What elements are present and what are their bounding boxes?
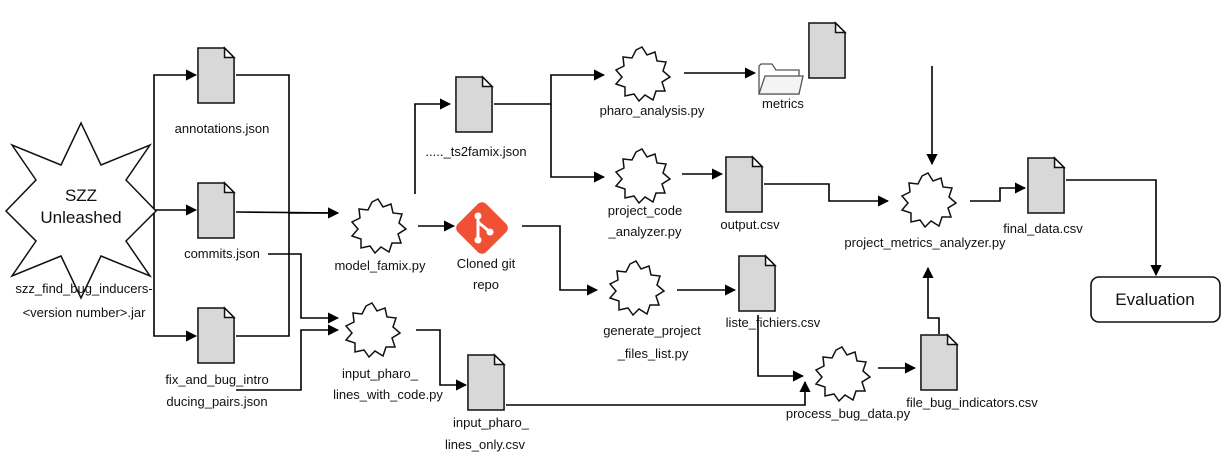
- edge-szz-fix-pairs: [153, 210, 198, 342]
- edge-ts2famix-pharo-analysis: [494, 69, 606, 105]
- szz-title-line1: SZZ: [65, 186, 97, 205]
- fix-pairs-label-line1: fix_and_bug_intro: [165, 372, 268, 387]
- edge-final-evaluation: [1066, 179, 1162, 277]
- gear-icon: [815, 346, 871, 402]
- output-csv-node: output.csv: [720, 156, 780, 232]
- edge-commits-input-pharo: [268, 253, 340, 324]
- input-pharo-csv-label-line2: lines_only.csv: [445, 437, 525, 452]
- git-repo-label-line2: repo: [473, 277, 499, 292]
- git-repo-node: Cloned git repo: [456, 202, 516, 292]
- pharo-analysis-label: pharo_analysis.py: [600, 103, 705, 118]
- git-icon: [456, 202, 508, 254]
- model-famix-label: model_famix.py: [334, 258, 426, 273]
- fix-pairs-json-node: fix_and_bug_intro ducing_pairs.json: [165, 307, 269, 409]
- edge-analyzer-final: [970, 182, 1027, 202]
- szz-caption-line2: <version number>.jar: [23, 305, 147, 320]
- star-icon: [4, 121, 158, 300]
- document-icon: [738, 255, 776, 312]
- edge-liste-process: [757, 315, 805, 382]
- input-pharo-py-node: input_pharo_ lines_with_code.py: [333, 302, 443, 402]
- evaluation-label: Evaluation: [1115, 290, 1194, 309]
- input-pharo-py-label-line1: input_pharo_: [342, 366, 419, 381]
- file-bug-indicators-label: file_bug_indicators.csv: [906, 395, 1038, 410]
- edge-indicators-metrics-analyzer: [922, 266, 940, 334]
- annotations-label: annotations.json: [175, 121, 270, 136]
- edge-fix-pairs-input-pharo: [236, 324, 340, 391]
- document-icon: [455, 76, 493, 133]
- edge-git-generate: [522, 225, 599, 296]
- document-icon: [197, 182, 235, 239]
- generate-label-line1: generate_project: [603, 323, 701, 338]
- gear-icon: [351, 198, 407, 254]
- document-icon: [197, 307, 235, 364]
- project-code-analyzer-node: project_code _analyzer.py: [608, 148, 682, 239]
- document-icon: [725, 156, 763, 213]
- edge-annotations-model: [236, 74, 340, 219]
- document-icon: [808, 22, 846, 79]
- annotations-json-node: annotations.json: [175, 47, 270, 136]
- edge-commits-model: [235, 207, 340, 219]
- fix-pairs-label-line2: ducing_pairs.json: [166, 394, 267, 409]
- git-repo-label-line1: Cloned git: [457, 256, 516, 271]
- document-icon: [197, 47, 235, 104]
- edge-szz-annotations: [153, 69, 198, 210]
- commits-json-node: commits.json: [184, 182, 260, 261]
- final-data-label: final_data.csv: [1003, 221, 1083, 236]
- process-bug-data-node: process_bug_data.py: [786, 346, 911, 421]
- edge-model-ts2famix: [414, 98, 452, 194]
- folder-icon: [758, 63, 804, 95]
- commits-label: commits.json: [184, 246, 260, 261]
- metrics-label: metrics: [762, 96, 804, 111]
- edge-input-py-csv: [416, 329, 468, 391]
- edge-output-metrics-analyzer: [764, 183, 890, 207]
- evaluation-node: Evaluation: [1090, 276, 1221, 323]
- document-icon: [920, 334, 958, 391]
- project-metrics-analyzer-node: project_metrics_analyzer.py: [844, 172, 1006, 250]
- code-analyzer-label-line1: project_code: [608, 203, 682, 218]
- edge-ts2famix-code-analyzer: [550, 104, 606, 183]
- output-csv-label: output.csv: [720, 217, 780, 232]
- edge-input-csv-process: [506, 380, 811, 406]
- code-analyzer-label-line2: _analyzer.py: [608, 224, 682, 239]
- generate-files-list-node: generate_project _files_list.py: [603, 260, 701, 361]
- model-famix-node: model_famix.py: [334, 198, 426, 273]
- gear-icon: [901, 172, 957, 228]
- ts2famix-json-node: ....._ts2famix.json: [425, 76, 527, 159]
- document-icon: [1027, 157, 1065, 214]
- input-pharo-csv-label-line1: input_pharo_: [453, 415, 530, 430]
- document-icon: [467, 354, 505, 411]
- generate-label-line2: _files_list.py: [617, 346, 689, 361]
- ts2famix-label: ....._ts2famix.json: [425, 144, 526, 159]
- metrics-analyzer-label: project_metrics_analyzer.py: [844, 235, 1006, 250]
- szz-caption-line1: szz_find_bug_inducers-: [15, 281, 152, 296]
- final-data-node: final_data.csv: [1003, 157, 1083, 236]
- pharo-analysis-node: pharo_analysis.py: [600, 46, 705, 118]
- file-bug-indicators-node: file_bug_indicators.csv: [906, 334, 1038, 410]
- gear-icon: [615, 46, 671, 102]
- szz-unleashed-node: SZZ Unleashed szz_find_bug_inducers- <ve…: [4, 121, 158, 320]
- liste-fichiers-label: liste_fichiers.csv: [726, 315, 821, 330]
- edges: [153, 66, 1162, 406]
- gear-icon: [615, 148, 671, 204]
- edge-fix-pairs-model: [236, 213, 290, 337]
- gear-icon: [345, 302, 401, 358]
- gear-icon: [609, 260, 665, 316]
- liste-fichiers-node: liste_fichiers.csv: [726, 255, 821, 330]
- process-bug-data-label: process_bug_data.py: [786, 406, 911, 421]
- metrics-node: metrics: [758, 22, 846, 111]
- szz-title-line2: Unleashed: [40, 208, 121, 227]
- input-pharo-py-label-line2: lines_with_code.py: [333, 387, 443, 402]
- input-pharo-csv-node: input_pharo_ lines_only.csv: [445, 354, 530, 452]
